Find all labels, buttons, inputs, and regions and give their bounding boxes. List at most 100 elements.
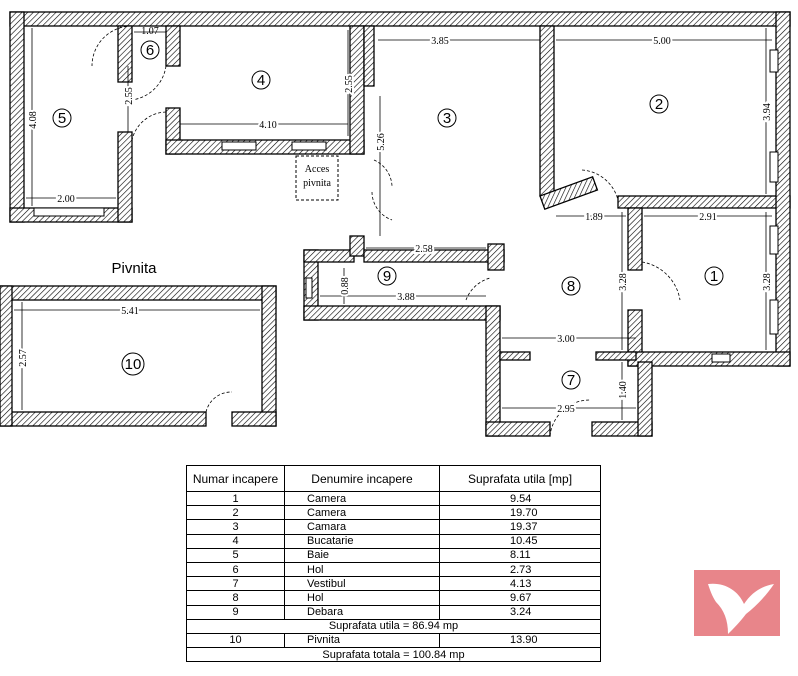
cell-area: 13.90 (439, 632, 601, 649)
window-room5 (33, 207, 105, 217)
cell-area: 9.54 (439, 490, 601, 507)
dim-5-00: 5.00 (653, 36, 671, 47)
dim-3-88: 3.88 (397, 292, 415, 303)
door-room7 (549, 399, 591, 437)
watermark-logo (694, 570, 780, 636)
room-8-circle (561, 276, 581, 296)
wall-4-3 (349, 25, 365, 155)
area-table: Numar incapere Denumire incapere Suprafa… (186, 465, 601, 663)
cell-num: 4 (186, 533, 285, 549)
cell-num: 1 (186, 490, 285, 507)
wall-room10-bottom-left (0, 411, 207, 427)
door-room3-a (373, 159, 393, 187)
cell-name: Vestibul (284, 576, 440, 592)
room-4-number: 4 (257, 72, 265, 89)
header-num: Numar incapere (186, 465, 285, 492)
cell-name: Camera (284, 490, 440, 507)
dim-1-07: 1.07 (141, 26, 159, 37)
cell-area: 8.11 (439, 547, 601, 563)
cell-num: 3 (186, 519, 285, 535)
window-room1-upper (769, 225, 779, 255)
header-area: Suprafata utila [mp] (439, 465, 601, 492)
door-room10 (205, 391, 233, 413)
dim-0-88: 0.88 (340, 277, 351, 295)
room-5-circle (52, 108, 72, 128)
window-room1-lower (769, 299, 779, 335)
dim-3-28b: 3.28 (762, 273, 773, 291)
room-1-circle (704, 266, 724, 286)
cell-num: 9 (186, 604, 285, 620)
dim-5-26: 5.26 (376, 133, 387, 151)
dimension-labels: 1.07 3.85 5.00 2.55 2.55 4.08 4.10 5.26 … (16, 26, 775, 417)
window-room1-bottom (711, 353, 731, 363)
wall-3-2 (539, 25, 555, 197)
table-total-row: Suprafata totala = 100.84 mp (186, 647, 601, 663)
dim-2-55b: 2.55 (344, 75, 355, 93)
doors (91, 25, 681, 437)
window-room4-b (291, 141, 327, 151)
wall-room10-top (0, 285, 277, 301)
room-7-circle (561, 370, 581, 390)
wall-room9-bottom (303, 305, 501, 321)
room-9-circle (377, 266, 397, 286)
cell-name: Camera (284, 505, 440, 521)
cell-area: 4.13 (439, 576, 601, 592)
cell-num: 6 (186, 561, 285, 578)
window-room4-a (221, 141, 257, 151)
dim-3-85: 3.85 (431, 36, 449, 47)
total-text: Suprafata totala = 100.84 mp (186, 647, 601, 663)
dim-1-40: 1.40 (618, 381, 629, 399)
windows (33, 49, 779, 363)
dim-2-57: 2.57 (18, 349, 29, 367)
cell-area: 3.24 (439, 604, 601, 620)
door-room2 (581, 169, 619, 201)
door-room6-4 (131, 65, 167, 101)
dim-2-95: 2.95 (557, 404, 575, 415)
wall-room2-bottom (617, 195, 791, 209)
wall-top (9, 11, 791, 27)
room-2-number: 2 (655, 96, 663, 113)
cell-area: 9.67 (439, 590, 601, 606)
wall-room7-right (637, 361, 653, 437)
header-name: Denumire incapere (284, 465, 440, 492)
floor-plan: Acces pivnita 1.07 3.85 5.00 2.55 2.55 4… (0, 11, 791, 437)
door-room9 (465, 277, 491, 301)
dim-3-28a: 3.28 (618, 273, 629, 291)
cell-area: 19.70 (439, 505, 601, 521)
table-header-row: Numar incapere Denumire incapere Suprafa… (186, 465, 601, 492)
cell-name: Hol (284, 590, 440, 606)
wall-room7-stub-right (595, 351, 637, 361)
wall-room9-top (363, 249, 505, 263)
cell-area: 19.37 (439, 519, 601, 535)
acces-label-2: pivnita (303, 178, 331, 189)
wall-room2-bottom-left (539, 176, 599, 210)
room-7-number: 7 (567, 372, 575, 389)
wall-room9-top-left (303, 249, 355, 263)
cell-area: 2.73 (439, 561, 601, 578)
cell-num: 8 (186, 590, 285, 606)
walls (0, 11, 791, 437)
dim-2-58: 2.58 (415, 244, 433, 255)
room-2-circle (649, 94, 669, 114)
room-10-circle (121, 352, 145, 376)
wall-room10-left (0, 285, 13, 427)
dim-4-10: 4.10 (259, 120, 277, 131)
wall-room7-stub-left (499, 351, 531, 361)
dim-3-94: 3.94 (762, 103, 773, 121)
room-6-circle (140, 40, 160, 60)
window-room9 (305, 277, 313, 299)
wall-5-6-upper (117, 25, 133, 83)
dim-2-55a: 2.55 (124, 87, 135, 105)
wall-room9-right (487, 243, 505, 271)
subtotal-text: Suprafata utila = 86.94 mp (186, 618, 601, 634)
cell-num: 7 (186, 576, 285, 592)
wall-room9-notch (349, 235, 365, 257)
